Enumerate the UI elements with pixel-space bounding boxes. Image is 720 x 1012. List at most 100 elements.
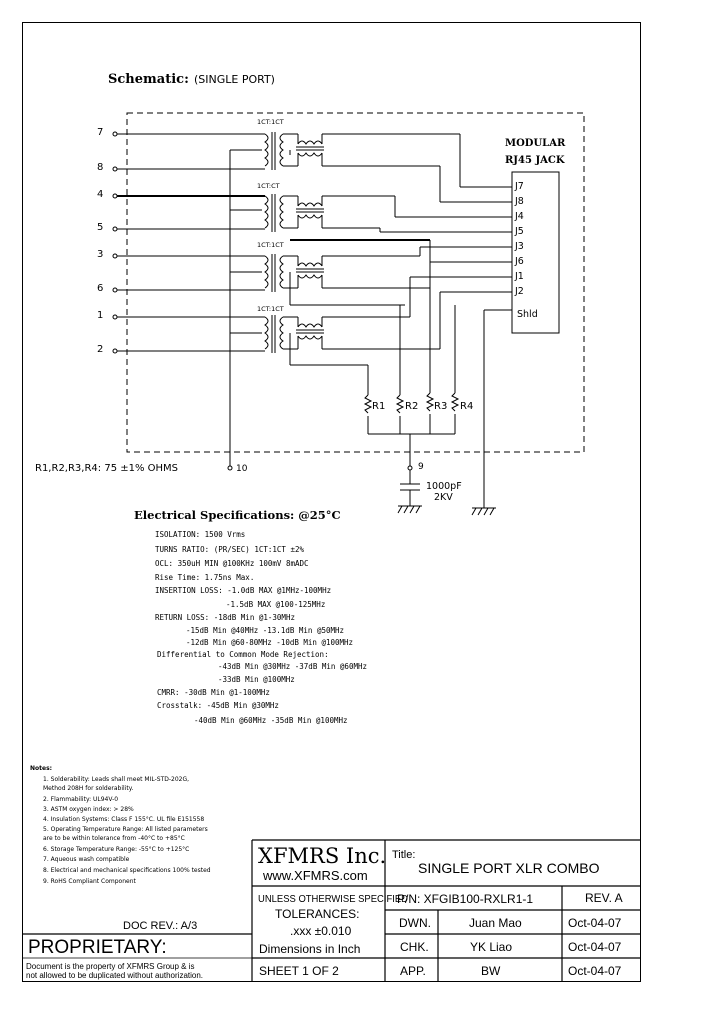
spec-line: -1.5dB MAX @100-125MHz [226,600,326,609]
capacitor [400,470,420,506]
resistor-label-r2: R2 [405,401,419,412]
jack-title-line2: RJ45 JACK [505,155,565,166]
module-boundary [126,112,585,453]
spec-line: TURNS RATIO: (PR/SEC) 1CT:1CT ±2% [155,545,305,554]
resistor-network [363,305,460,466]
schematic-title-rest: (SINGLE PORT) [193,73,275,86]
transformer-2 [264,194,395,232]
dimensions-unit: Dimensions in Inch [259,942,361,956]
schematic-title-bold: Schematic: [108,72,189,87]
pin-label-8: 8 [97,162,104,173]
app-name: BW [481,964,501,978]
chk-date: Oct-04-07 [568,940,622,954]
jack-pin-j6: J6 [515,256,524,267]
pin-label-10: 10 [236,464,248,474]
pin-label-6: 6 [97,283,104,294]
note-item: 1. Solderability: Leads shall meet MIL-S… [43,776,190,783]
company-website: www.XFMRS.com [263,868,368,883]
ratio-label-3: 1CT:1CT [257,241,284,249]
part-number: P/N: XFGIB100-RXLR1-1 [397,892,534,906]
doc-revision: DOC REV.: A/3 [123,920,198,932]
note-item: 5. Operating Temperature Range: All list… [43,826,208,833]
tolerance-value: .xxx ±0.010 [290,924,352,938]
transformer-4 [264,315,400,353]
pin-label-9: 9 [418,462,424,472]
tolerances-label: TOLERANCES: [275,907,360,921]
spec-line: Differential to Common Mode Rejection: [157,650,329,659]
ground-symbol-2 [471,507,496,516]
note-item: 7. Aqueous wash compatible [43,856,130,863]
spec-line: -33dB Min @100MHz [218,675,295,684]
dwn-label: DWN. [399,916,431,930]
resistor-label-r1: R1 [372,401,386,412]
note-item: 4. Insulation Systems: Class F 155°C. UL… [43,816,205,823]
spec-line: CMRR: -30dB Min @1-100MHz [157,688,270,697]
resistor-label-r4: R4 [460,401,474,412]
note-item: Method 208H for solderability. [43,785,134,792]
unless-otherwise-specified: UNLESS OTHERWISE SPECIFIED [258,893,409,905]
jack-pin-j8: J8 [515,196,524,207]
pin-label-5: 5 [97,222,104,233]
left-pin-terminals [112,131,118,354]
sheet-number: SHEET 1 OF 2 [259,964,339,978]
jack-pin-j3: J3 [515,241,524,252]
drawing-border [22,22,641,982]
jack-pin-j5: J5 [515,226,524,237]
proprietary-line-1: Document is the property of XFMRS Group … [26,962,195,971]
jack-pin-j4: J4 [515,211,524,222]
schematic-title: Schematic: (SINGLE PORT) [108,68,275,87]
ratio-label-2: 1CT:CT [257,182,280,190]
proprietary-label: PROPRIETARY: [28,937,167,958]
spec-line: -15dB Min @40MHz -13.1dB Min @50MHz [186,626,345,635]
transformer-3 [264,254,430,292]
pin-label-2: 2 [97,344,104,355]
capacitor-voltage: 2KV [434,492,453,503]
jack-pin-j1: J1 [515,271,524,282]
spec-line: -40dB Min @60MHz -35dB Min @100MHz [194,716,348,725]
pin-label-7: 7 [97,127,104,138]
chk-label: CHK. [400,940,429,954]
note-item: 9. RoHS Compliant Component [43,878,136,885]
ground-symbol-1 [397,505,422,514]
dwn-date: Oct-04-07 [568,916,622,930]
note-item: 3. ASTM oxygen index: > 28% [43,806,134,813]
electrical-specs-heading: Electrical Specifications: @25°C [134,508,341,522]
resistor-value-note: R1,R2,R3,R4: 75 ±1% OHMS [35,463,179,474]
spec-line: ISOLATION: 1500 Vrms [155,530,246,539]
capacitor-value: 1000pF [426,481,462,492]
notes-heading: Notes: [30,765,53,772]
proprietary-line-2: not allowed to be duplicated without aut… [26,971,204,980]
note-item: 2. Flammability: UL94V-0 [43,796,119,803]
note-item: are to be within tolerance from -40°C to… [43,835,185,842]
title-label: Title: [392,849,416,861]
company-name: XFMRS Inc. [258,844,387,868]
spec-line: OCL: 350uH MIN @100KHz 100mV 8mADC [155,559,309,568]
drawing-title: SINGLE PORT XLR COMBO [418,860,600,876]
spec-line: -43dB Min @30MHz -37dB Min @60MHz [218,662,368,671]
jack-title-line1: MODULAR [505,138,566,149]
pin-label-3: 3 [97,249,104,260]
spec-line: Crosstalk: -45dB Min @30MHz [157,701,279,710]
jack-pin-shield: Shld [517,309,538,320]
chk-name: YK Liao [470,940,513,954]
spec-line: -12dB Min @60-80MHz -10dB Min @100MHz [186,638,354,647]
left-pin-leads [116,133,265,352]
spec-line: RETURN LOSS: -18dB Min @1-30MHz [155,613,295,622]
jack-pin-j2: J2 [515,286,524,297]
note-item: 6. Storage Temperature Range: -55°C to +… [43,846,190,853]
jack-pin-j7: J7 [515,181,524,192]
rj45-jack-body [511,171,560,334]
transformer-1 [264,132,460,170]
pin-label-4: 4 [97,189,104,200]
app-label: APP. [400,964,426,978]
ratio-label-4: 1CT:1CT [257,305,284,313]
note-item: 8. Electrical and mechanical specificati… [43,867,211,874]
spec-line: INSERTION LOSS: -1.0dB MAX @1MHz-100MHz [155,586,332,595]
pin-label-1: 1 [97,310,104,321]
spec-line: Rise Time: 1.75ns Max. [155,573,255,582]
dwn-name: Juan Mao [469,916,522,930]
ratio-label-1: 1CT:1CT [257,118,284,126]
resistor-label-r3: R3 [434,401,448,412]
